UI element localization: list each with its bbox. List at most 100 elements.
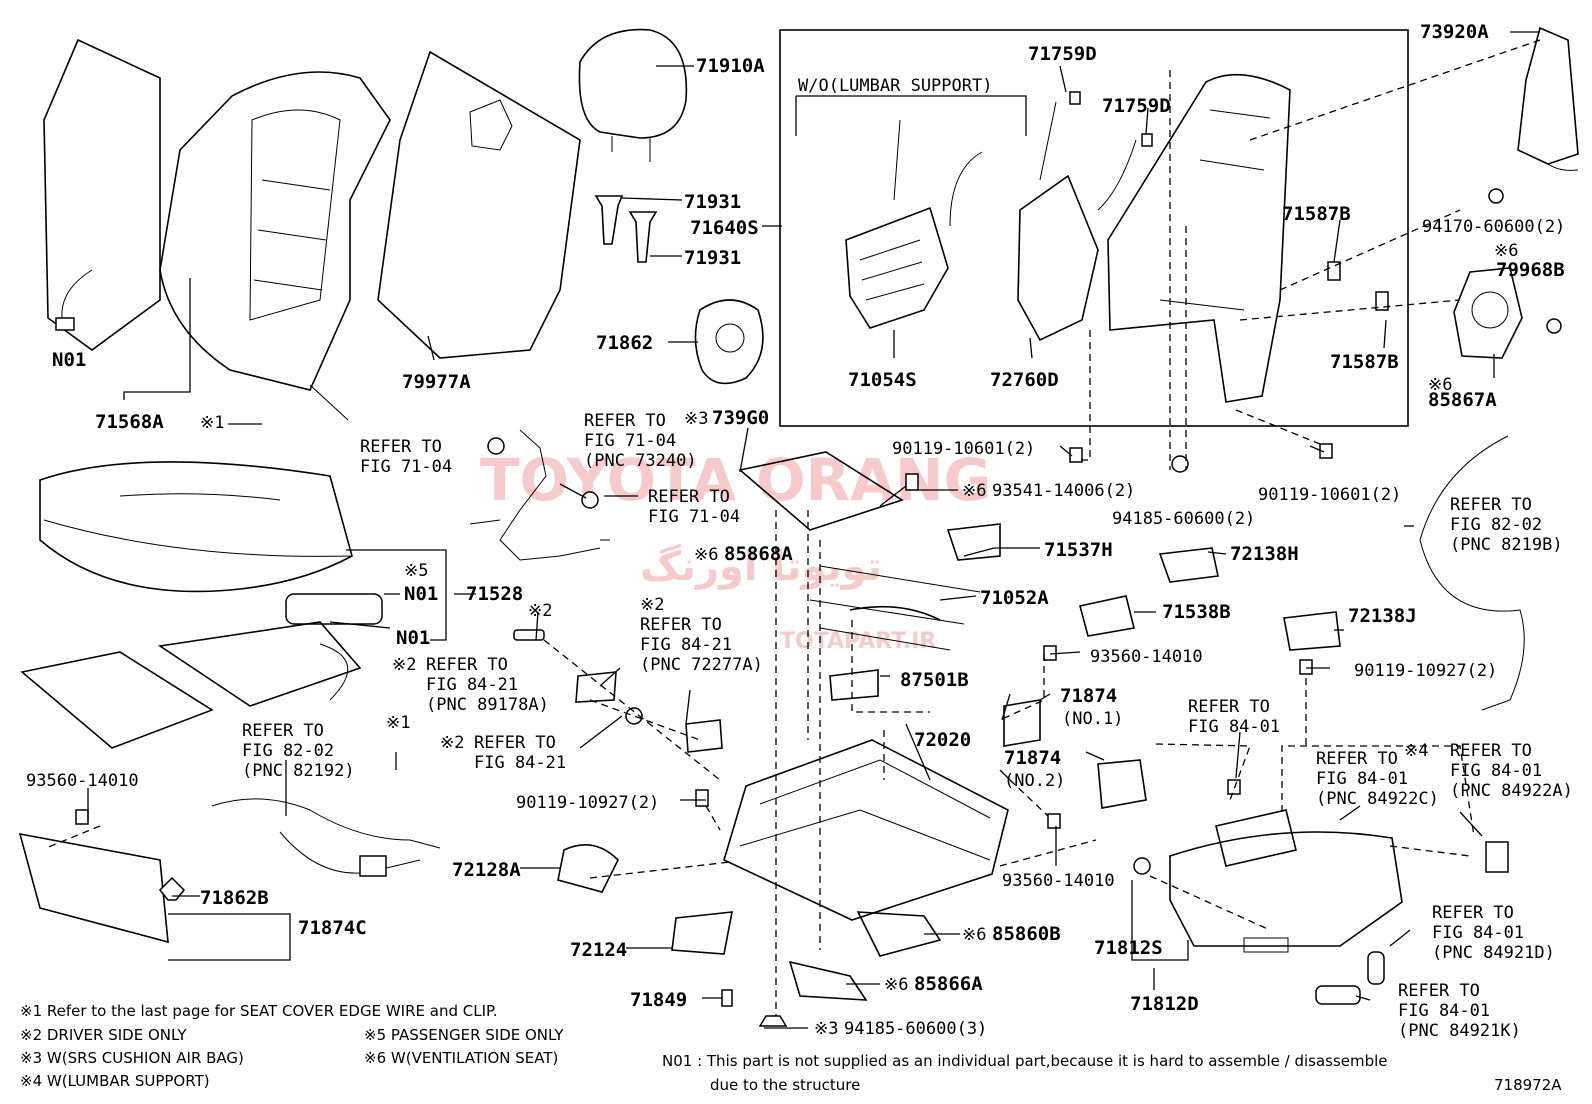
label-90119-a: 90119-10601(2) xyxy=(892,439,1035,459)
label-no2: (NO.2) xyxy=(1004,771,1065,791)
label-93560-a: 93560-14010 xyxy=(1090,647,1203,667)
mark-2-89178A: ※2 xyxy=(392,655,416,675)
label-72138J: 72138J xyxy=(1348,605,1417,627)
label-71054S: 71054S xyxy=(848,369,917,391)
refer-89178A-line2: FIG 84-21 xyxy=(426,675,518,695)
label-72124: 72124 xyxy=(570,939,627,961)
harness-8219B xyxy=(1419,435,1525,711)
label-87501B: 87501B xyxy=(900,669,969,691)
label-71587B-a: 71587B xyxy=(1282,203,1351,225)
label-71874-no2: 71874 xyxy=(1004,747,1061,769)
label-no1: (NO.1) xyxy=(1062,709,1123,729)
mark-6-93541: ※6 xyxy=(962,481,986,501)
frame-box xyxy=(779,29,1409,427)
label-94170: 94170-60600(2) xyxy=(1422,217,1565,237)
mark-6-85860B: ※6 xyxy=(962,925,986,945)
label-n01-mid: N01 xyxy=(404,583,438,605)
label-94185-b: 94185-60600(3) xyxy=(844,1019,987,1039)
label-72138H: 72138H xyxy=(1230,543,1299,565)
figure-code: 718972A xyxy=(1494,1076,1562,1094)
seatback-frame-part xyxy=(1107,73,1291,403)
lumbar-part xyxy=(694,299,764,385)
front-cover-part xyxy=(18,832,169,944)
label-71528: 71528 xyxy=(466,583,523,605)
box-label: W/O(LUMBAR SUPPORT) xyxy=(798,76,992,96)
legend-note-1: ※1 Refer to the last page for SEAT COVER… xyxy=(20,1002,497,1020)
legend-note-5: ※5 PASSENGER SIDE ONLY xyxy=(364,1026,564,1044)
mark-6-85868A: ※6 xyxy=(694,545,718,565)
seat-cushion-part xyxy=(39,461,353,593)
refer-82192-line2: FIG 82-02 xyxy=(242,741,334,761)
mark-1-top: ※1 xyxy=(200,413,224,433)
fasteners xyxy=(75,443,1333,1027)
seatback-pad-part xyxy=(43,38,161,351)
box-label-bracket xyxy=(795,95,1027,136)
label-71849: 71849 xyxy=(630,989,687,1011)
mark-2-72277A: ※2 xyxy=(640,595,664,615)
spring-panel-part xyxy=(845,119,983,329)
refer-82192-line3: (PNC 82192) xyxy=(242,761,355,781)
refer-72277A-line3: (PNC 72277A) xyxy=(640,655,763,675)
headrest-part xyxy=(578,28,688,162)
legend-note-6: ※6 W(VENTILATION SEAT) xyxy=(364,1049,558,1067)
label-71874-no1: 71874 xyxy=(1060,685,1117,707)
seat-track-part xyxy=(723,739,1009,921)
refer-8219B-line3: (PNC 8219B) xyxy=(1450,535,1563,555)
watermark-persian: تویوتا اورنگ xyxy=(640,543,882,590)
label-93541: 93541-14006(2) xyxy=(992,481,1135,501)
refer-84-21-line2: FIG 84-21 xyxy=(474,753,566,773)
refer-84922A-line3: (PNC 84922A) xyxy=(1450,781,1573,801)
refer-84922C-line2: FIG 84-01 xyxy=(1316,769,1408,789)
label-71759D-b: 71759D xyxy=(1102,95,1171,117)
refer-89178A-line1: REFER TO xyxy=(426,655,508,675)
mark-6-85867A: ※6 xyxy=(1428,375,1452,395)
label-85866A: 85866A xyxy=(914,973,983,995)
legend: ※1 Refer to the last page for SEAT COVER… xyxy=(20,1002,1562,1094)
refer-84921D-line1: REFER TO xyxy=(1432,903,1514,923)
cushion-wire-part xyxy=(285,593,383,625)
refer-73240-line3: (PNC 73240) xyxy=(584,451,697,471)
seat-rail-cover-parts xyxy=(557,844,942,1001)
label-71931-b: 71931 xyxy=(684,247,741,269)
fan-unit-part xyxy=(1453,267,1523,359)
label-71812S: 71812S xyxy=(1094,937,1163,959)
refer-84921K-line2: FIG 84-01 xyxy=(1398,1001,1490,1021)
mark-6-79968B: ※6 xyxy=(1494,241,1518,261)
label-93560-c: 93560-14010 xyxy=(26,771,139,791)
label-71862: 71862 xyxy=(596,332,653,354)
refer-8219B-line1: REFER TO xyxy=(1450,495,1532,515)
refer-84-01-line1: REFER TO xyxy=(1188,697,1270,717)
mark-4: ※4 xyxy=(1404,741,1428,761)
legend-note-3: ※3 W(SRS CUSHION AIR BAG) xyxy=(20,1049,244,1067)
refer-84-21-line1: REFER TO xyxy=(474,733,556,753)
refer-84922C-line1: REFER TO xyxy=(1316,749,1398,769)
lumbar-support-part xyxy=(1017,101,1137,342)
label-90119-b: 90119-10601(2) xyxy=(1258,485,1401,505)
mark-3-94185: ※3 xyxy=(814,1019,838,1039)
mark-2-bolt: ※2 xyxy=(528,601,552,621)
part-labels: 71568A N01 79977A 71910A 71931 71931 716… xyxy=(26,21,1565,1039)
refer-84921D-line3: (PNC 84921D) xyxy=(1432,943,1555,963)
n01-note-line2: due to the structure xyxy=(710,1076,860,1094)
cushion-pad-part xyxy=(20,621,362,749)
watermark-site: TOTAPART.IR xyxy=(780,629,936,654)
refer-71-04-a-line2: FIG 71-04 xyxy=(360,457,452,477)
cushion-air-bag-part xyxy=(738,451,904,531)
label-71052A: 71052A xyxy=(980,587,1049,609)
legend-note-4: ※4 W(LUMBAR SUPPORT) xyxy=(20,1072,210,1090)
clip-parts xyxy=(1069,91,1389,311)
refer-84921K-line1: REFER TO xyxy=(1398,981,1480,1001)
label-71931-a: 71931 xyxy=(684,191,741,213)
headrest-support-part xyxy=(594,195,658,263)
mark-6-85866A: ※6 xyxy=(884,975,908,995)
refer-71-04-b-line2: FIG 71-04 xyxy=(648,507,740,527)
label-n01-low: N01 xyxy=(396,627,430,649)
refer-89178A-line3: (PNC 89178A) xyxy=(426,695,549,715)
nut-94170 xyxy=(1488,188,1504,204)
refer-84-01-line2: FIG 84-01 xyxy=(1188,717,1280,737)
label-79977A: 79977A xyxy=(402,371,471,393)
label-93560-b: 93560-14010 xyxy=(1002,871,1115,891)
switch-parts xyxy=(1215,809,1509,1005)
side-cover-part xyxy=(1517,26,1579,171)
label-71640S: 71640S xyxy=(690,217,759,239)
